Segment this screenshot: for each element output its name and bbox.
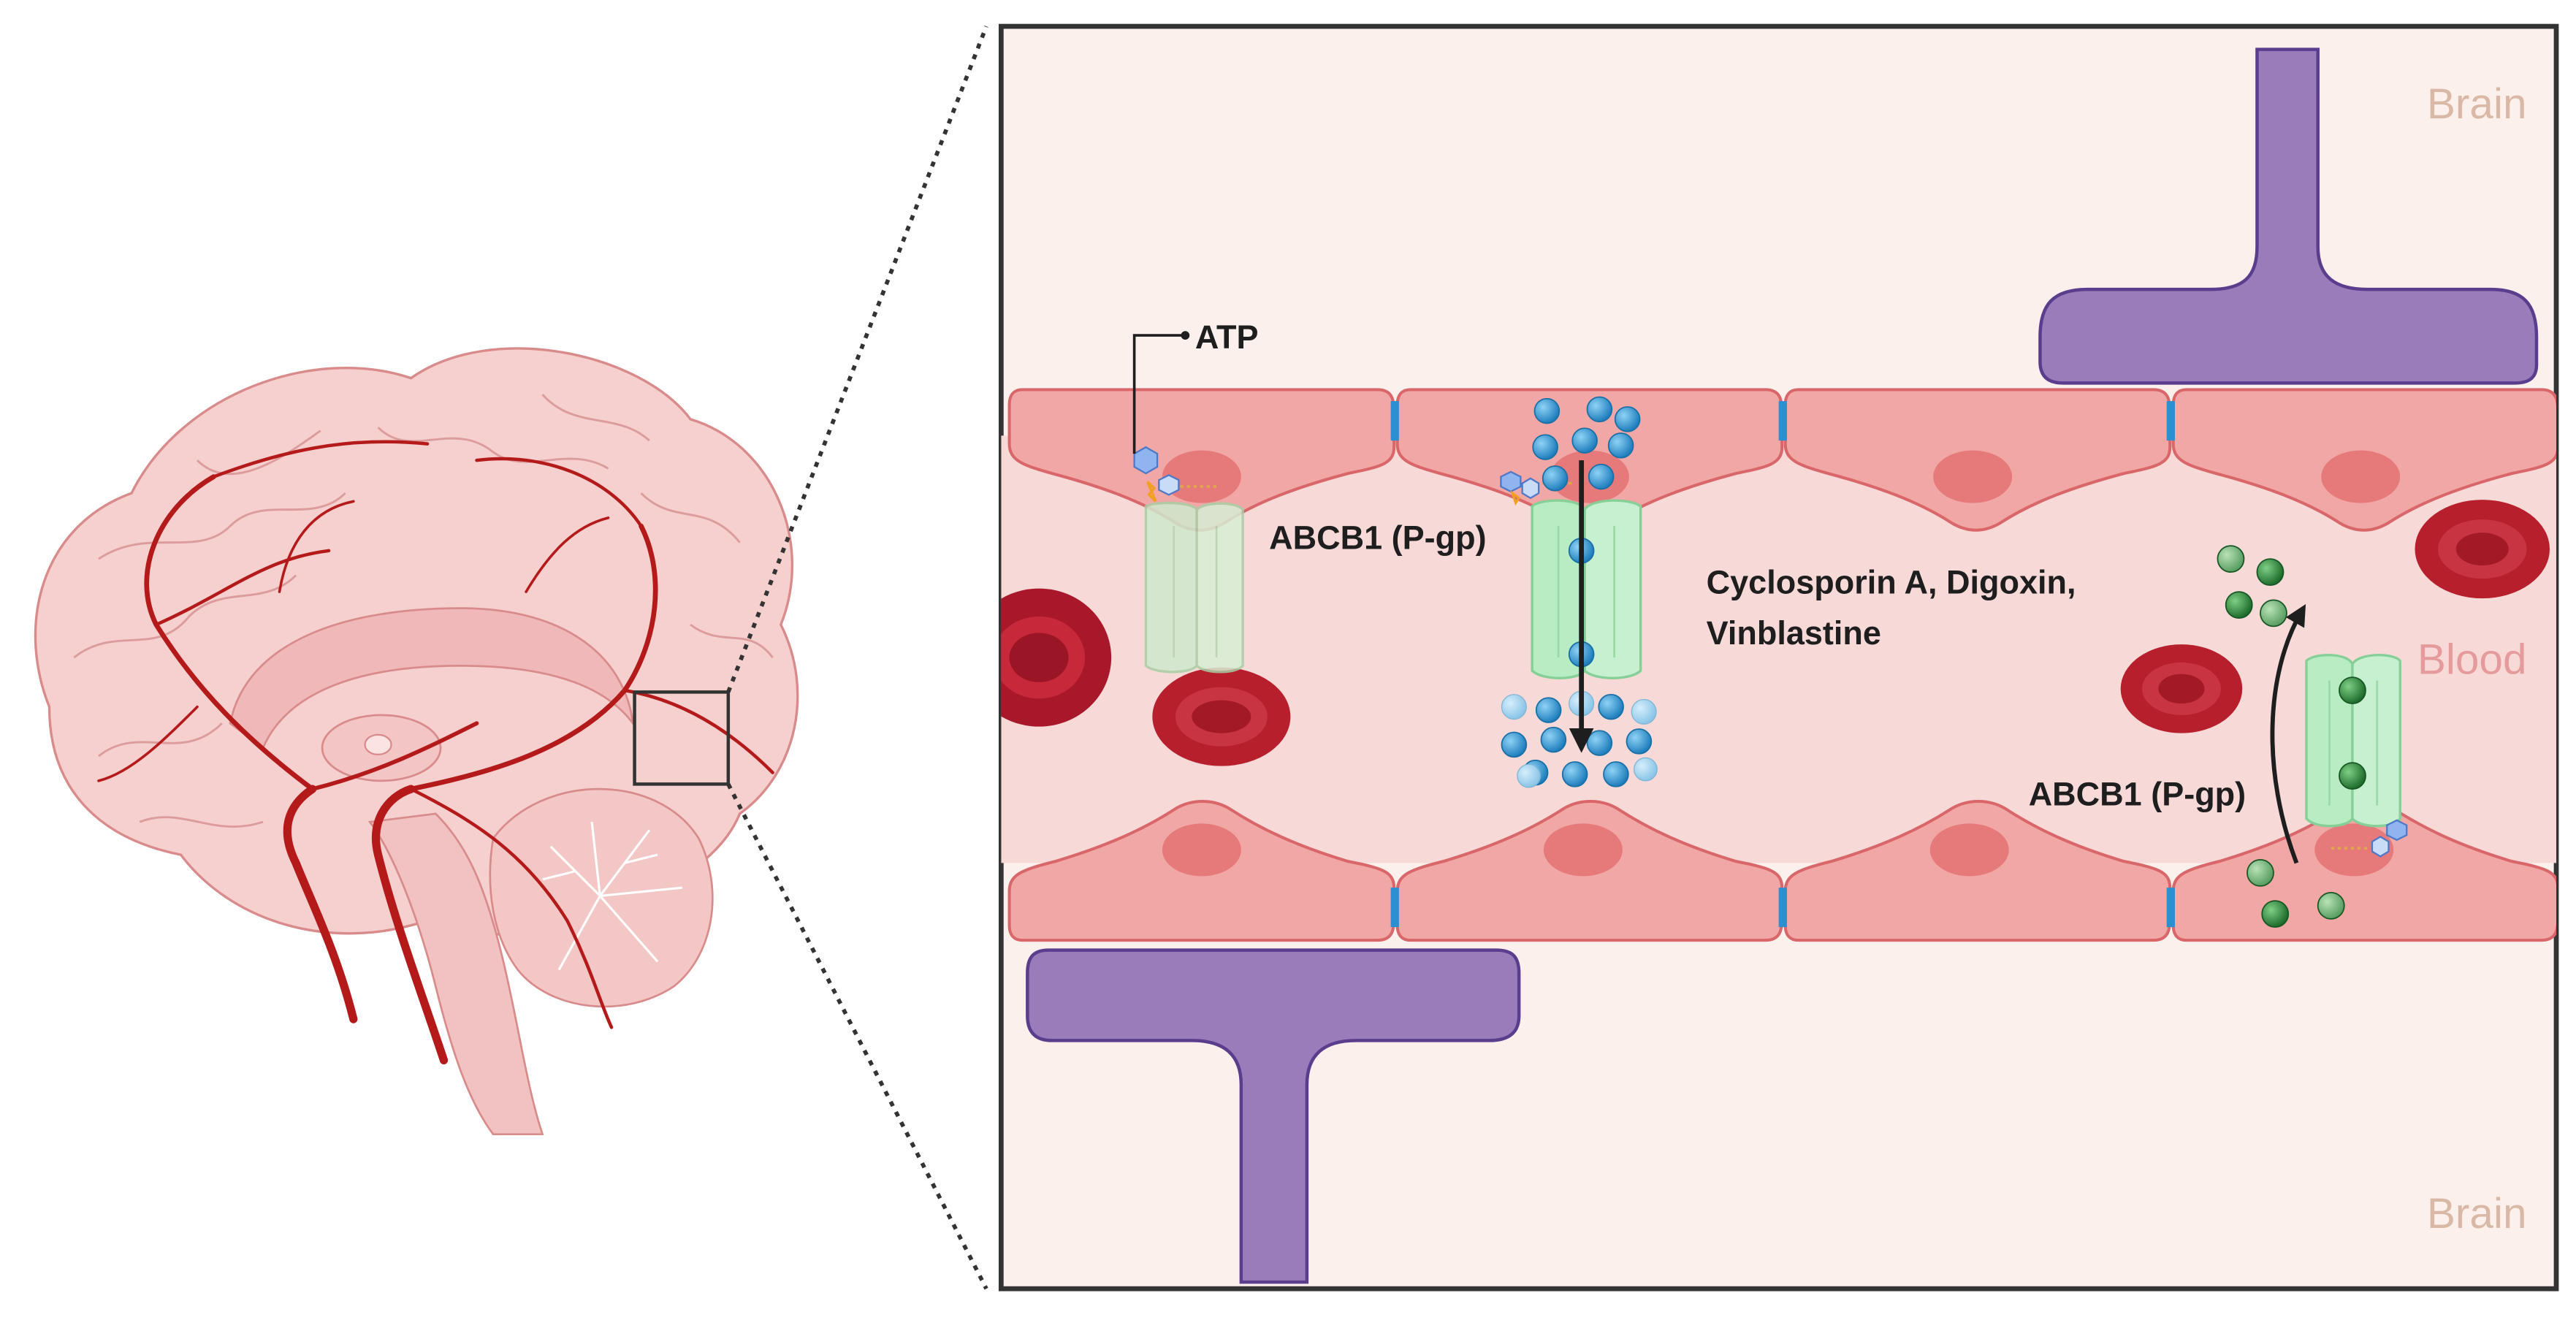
brainstem <box>367 812 544 1136</box>
transporter-label-right: ABCB1 (P-gp) <box>2029 776 2246 813</box>
drug-molecule <box>1561 761 1588 787</box>
astrocyte-endfoot-bottom <box>1026 948 1521 1284</box>
blood-lumen <box>1001 435 2556 863</box>
red-blood-cell <box>2415 500 2550 599</box>
drug-molecule <box>1626 728 1653 755</box>
region-label-brain-top: Brain <box>2427 80 2527 128</box>
drug-molecule <box>1571 427 1598 454</box>
substrates-label-line1: Cyclosporin A, Digoxin, <box>1707 563 2076 600</box>
atp-hydrolysis-icon <box>2331 819 2408 858</box>
red-blood-cell <box>1152 667 1291 766</box>
drug-molecule <box>1501 731 1528 758</box>
p-gp-transporter-middle <box>1531 499 1642 679</box>
drug-molecules-blue-faded <box>1501 690 1658 788</box>
region-label-blood: Blood <box>2417 636 2527 684</box>
drug-molecule <box>1614 406 1641 432</box>
corpus-callosum <box>229 607 635 749</box>
tight-junction <box>2166 401 2175 441</box>
tight-junction <box>1778 401 1787 441</box>
drug-molecule <box>2247 858 2274 887</box>
drug-molecule <box>2339 762 2366 790</box>
bbb-panel: ATP ABCB1 (P-gp) Cyclosporin A, Digoxin,… <box>998 23 2559 1292</box>
zoom-connector-lines <box>726 26 988 1290</box>
nucleus <box>2321 450 2401 503</box>
transporter-label-left: ABCB1 (P-gp) <box>1269 519 1486 557</box>
brain-illustration <box>34 347 799 1136</box>
nucleus <box>1162 450 1241 503</box>
drug-molecule <box>1603 761 1629 787</box>
region-label-brain-bottom: Brain <box>2427 1190 2527 1237</box>
drug-molecule <box>1532 434 1558 460</box>
drug-molecule <box>2260 599 2287 627</box>
efflux-arrow-curved <box>2270 603 2306 864</box>
tight-junction <box>1390 888 1399 928</box>
drug-molecule <box>2261 900 2290 928</box>
arteries <box>97 440 774 1065</box>
nucleus <box>1543 823 1623 877</box>
tight-junction <box>2166 888 2175 928</box>
endothelial-layer-top <box>1007 388 2556 532</box>
drug-molecule <box>1598 693 1624 720</box>
drug-molecule <box>2217 545 2245 573</box>
drug-molecule <box>1540 726 1567 753</box>
atp-label: ATP <box>1195 318 1259 356</box>
drug-molecule <box>1586 730 1613 756</box>
cerebellum-arbor <box>542 821 682 971</box>
drug-molecule <box>1633 757 1658 782</box>
drug-molecule <box>1517 763 1542 788</box>
drug-molecule <box>1586 396 1613 423</box>
drug-molecule <box>2339 676 2366 705</box>
nucleus <box>1933 450 2013 503</box>
drug-molecule <box>2256 558 2285 587</box>
drug-molecule <box>1607 432 1634 459</box>
drug-molecule <box>1535 697 1562 723</box>
drug-molecule <box>1533 397 1561 424</box>
atp-callout-dot <box>1181 331 1190 340</box>
drug-molecule <box>2225 591 2253 619</box>
p-gp-transporter-left <box>1144 501 1244 674</box>
astrocyte-endfoot-top <box>2038 47 2539 385</box>
tight-junction <box>1390 401 1399 441</box>
nucleus <box>2314 823 2394 877</box>
red-blood-cell <box>1001 588 1112 727</box>
zoom-box <box>633 690 731 786</box>
drug-molecule <box>1588 463 1615 490</box>
drug-molecule <box>1501 694 1527 720</box>
drug-molecules-blue <box>1501 396 1653 787</box>
tight-junction <box>1778 888 1787 928</box>
drug-molecule <box>1542 465 1569 492</box>
drug-molecule <box>1631 698 1657 725</box>
nucleus <box>1929 823 2009 877</box>
substrates-label-line2: Vinblastine <box>1707 614 1881 652</box>
nucleus <box>1162 823 1241 877</box>
atp-hydrolysis-icon <box>1133 446 1217 503</box>
red-blood-cells <box>1001 500 2550 766</box>
red-blood-cell <box>2120 644 2243 733</box>
atp-callout-line <box>1132 334 1184 454</box>
drug-molecule <box>2317 891 2345 920</box>
